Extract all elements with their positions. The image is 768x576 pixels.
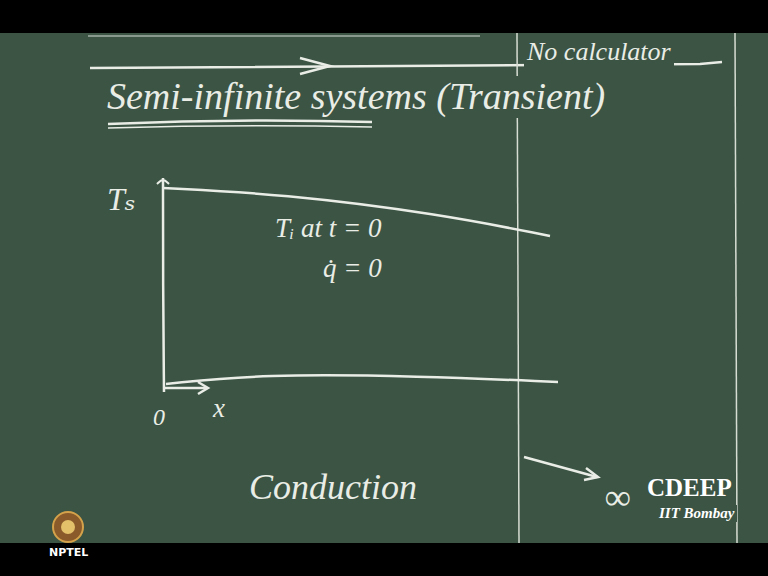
board-title: Semi-infinite systems (Transient): [104, 76, 608, 118]
surface-temperature: Tₛ: [104, 182, 139, 217]
slab-outline: [163, 178, 558, 392]
cut-chalk-text-trace: [88, 35, 480, 37]
divider-arrow: [300, 58, 330, 74]
nptel-logo: [53, 512, 83, 542]
slab-condition: Tᵢ at t = 0: [275, 214, 382, 244]
title-underline: [108, 126, 372, 128]
board-edge: [735, 33, 737, 543]
title-underline: [108, 120, 372, 124]
logo-text: NPTEL: [46, 547, 91, 559]
infinity-arrow: [524, 457, 597, 477]
x-axis-arrowhead: [198, 382, 208, 394]
slab-region: Tᵢ at t = 0 q̇ = 0: [163, 178, 558, 392]
top-bar: [0, 0, 768, 33]
bottom-bar: [0, 543, 768, 576]
note-text: No calculator: [524, 38, 674, 67]
x-axis-arrow: [163, 387, 206, 390]
axis-label: x: [210, 394, 228, 424]
infinity-symbol: ∞: [602, 478, 634, 518]
origin-label: 0: [150, 404, 168, 430]
topic-label: Conduction: [246, 468, 420, 508]
watermark: IIT Bombay: [656, 505, 737, 522]
slab-condition: q̇ = 0: [323, 254, 382, 284]
infinity-arrowhead: [584, 468, 598, 480]
watermark: CDEEP: [644, 474, 735, 502]
